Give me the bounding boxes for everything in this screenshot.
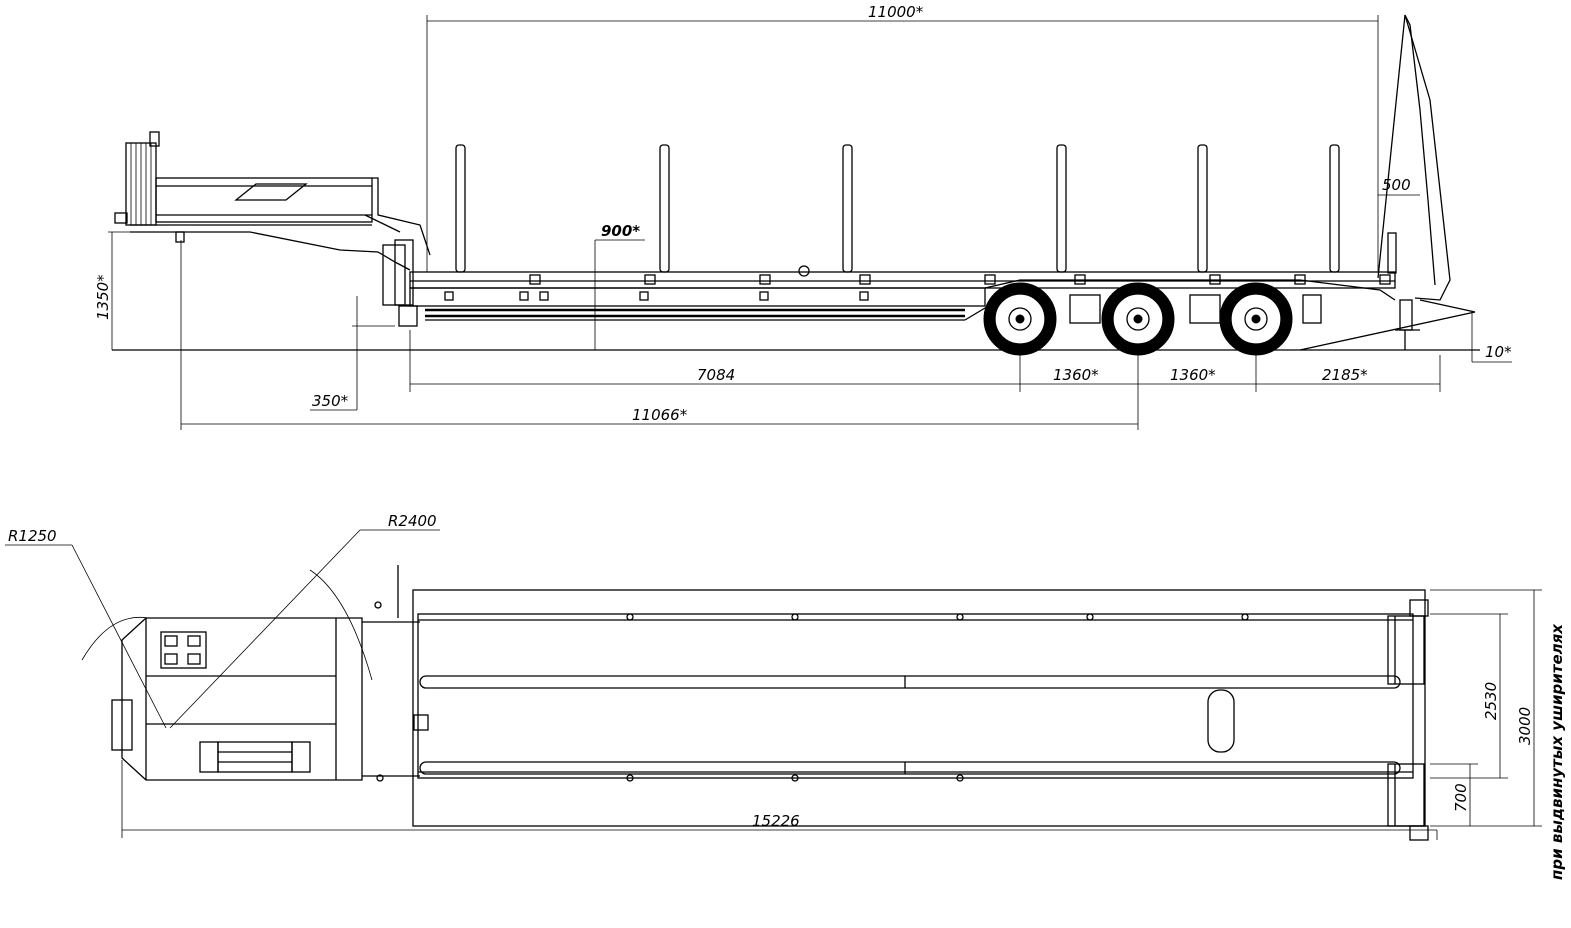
dim-350: 350* — [312, 392, 349, 410]
stakes — [455, 144, 1340, 273]
rear-ramp — [1299, 14, 1476, 351]
dim-7084: 7084 — [697, 366, 735, 384]
top-dimensions: 15226 2530 3000 700 при выдвинутых ушири… — [121, 589, 1566, 880]
dim-3000: 3000 — [1516, 707, 1534, 745]
rear-ramps-top — [1387, 599, 1429, 841]
main-deck-top — [412, 589, 1426, 827]
dim-1350: 1350* — [94, 274, 112, 320]
radius-r2400: R2400 — [388, 512, 437, 530]
gooseneck — [114, 131, 431, 327]
top-view: R1250 R2400 15226 2530 3000 700 — [5, 512, 1566, 880]
side-dimensions: 11000* 500 900* 1350* 350* 7084 — [94, 3, 1512, 430]
dim-11000: 11000* — [868, 3, 924, 21]
dim-1360-b: 1360* — [1170, 366, 1216, 384]
dim-500: 500 — [1382, 176, 1411, 194]
dim-11066: 11066* — [632, 406, 688, 424]
note-extended-wideners: при выдвинутых уширителях — [1548, 623, 1566, 880]
dim-2530: 2530 — [1482, 682, 1500, 720]
wheels — [983, 282, 1322, 356]
dim-1360-a: 1360* — [1053, 366, 1099, 384]
dim-900: 900* — [601, 222, 640, 240]
radius-arcs: R1250 R2400 — [5, 512, 440, 729]
dim-700: 700 — [1452, 783, 1470, 812]
dim-2185: 2185* — [1322, 366, 1368, 384]
radius-r1250: R1250 — [8, 527, 57, 545]
dim-10: 10* — [1485, 343, 1512, 361]
dim-15226: 15226 — [752, 812, 800, 830]
side-view: 11000* 500 900* 1350* 350* 7084 — [94, 3, 1512, 430]
gooseneck-top — [111, 565, 429, 782]
